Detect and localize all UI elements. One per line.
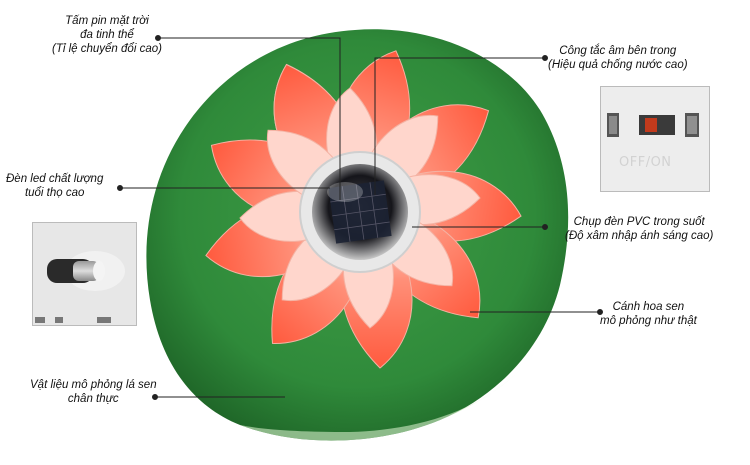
switch-marking: OFF/ON [619, 155, 672, 170]
switch-inset-image [601, 87, 709, 191]
callout-petals: Cánh hoa sen mô phỏng như thật [600, 300, 697, 328]
callout-cover-line2: (Độ xâm nhập ánh sáng cao) [565, 230, 714, 242]
callout-solar-panel-line2: đa tinh thể [80, 29, 134, 41]
callout-led-line1: Đèn led chất lượng [6, 173, 104, 185]
callout-solar-panel-line1: Tấm pin mặt trời [65, 15, 149, 27]
callout-petals-line2: mô phỏng như thật [600, 315, 697, 327]
callout-switch-line1: Công tắc âm bên trong [559, 45, 677, 57]
led-inset [32, 222, 137, 326]
callout-led: Đèn led chất lượng tuổi thọ cao [6, 172, 103, 200]
callout-cover: Chụp đèn PVC trong suốt (Độ xâm nhập ánh… [565, 215, 713, 243]
callout-led-line2: tuổi thọ cao [24, 187, 85, 199]
callout-solar-panel-line3: (Tỉ lệ chuyển đổi cao) [52, 43, 162, 55]
switch-inset: OFF/ON [600, 86, 710, 192]
callout-solar-panel: Tấm pin mặt trời đa tinh thể (Tỉ lệ chuy… [52, 14, 162, 56]
callout-petals-line1: Cánh hoa sen [612, 301, 685, 313]
callout-cover-line1: Chụp đèn PVC trong suốt [573, 216, 705, 228]
callout-leaf-line1: Vật liệu mô phỏng lá sen [30, 379, 157, 391]
callout-switch: Công tắc âm bên trong (Hiệu quả chống nư… [548, 44, 688, 72]
solar-dome [299, 151, 421, 273]
led-inset-image [33, 223, 136, 325]
callout-lines [117, 35, 603, 400]
callout-switch-line2: (Hiệu quả chống nước cao) [548, 59, 688, 71]
callout-leaf: Vật liệu mô phỏng lá sen chân thực [30, 378, 157, 406]
callout-leaf-line2: chân thực [67, 393, 119, 405]
